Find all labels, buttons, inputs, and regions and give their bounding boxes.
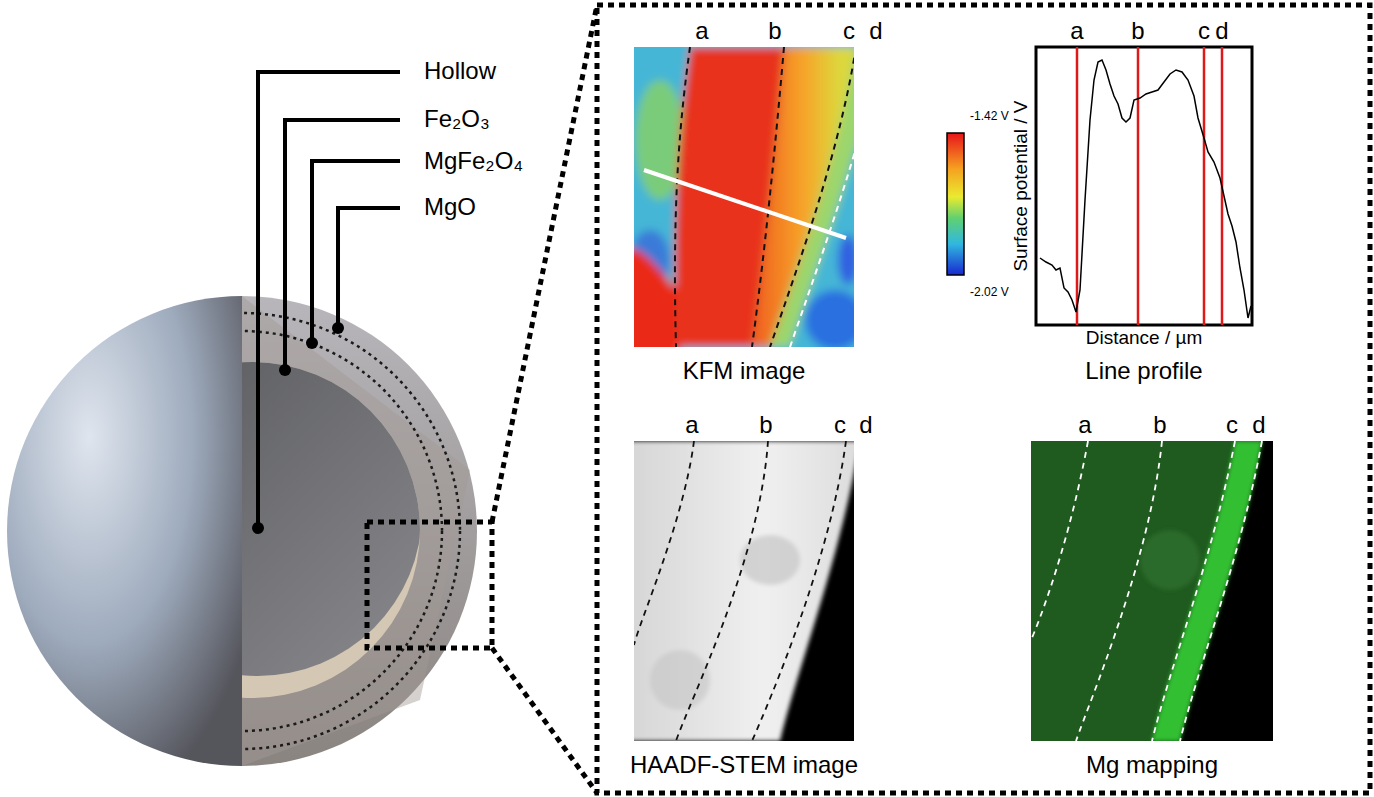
boundary-letter: c [1198,18,1210,44]
haadf-image [634,441,854,741]
layer-name: Fe₂O₃ [424,106,490,132]
boundary-letter: d [869,18,882,44]
boundary-letter: a [685,412,698,438]
layer-name: MgO [424,194,476,220]
boundary-letter: a [695,18,708,44]
panel-caption: KFM image [683,358,806,384]
boundary-letter: d [1215,18,1228,44]
scale-value: -2.02 V [970,286,1009,299]
boundary-letter: b [759,412,772,438]
layer-name: MgFe₂O₄ [424,148,523,174]
boundary-letter: a [1070,18,1083,44]
panel-caption: Mg mapping [1086,752,1218,778]
leader-lines [258,72,400,528]
zoom-frame [367,5,1370,793]
axis-title: Surface potential / V [1011,100,1032,271]
line-profile [1036,47,1252,325]
boundary-letter: c [834,412,846,438]
boundary-letter: b [1131,18,1144,44]
mg-map [1031,441,1273,741]
boundary-letter: d [859,412,872,438]
boundary-letter: b [1153,412,1166,438]
leader-dots [252,322,344,534]
kfm-image [634,47,854,347]
panel-caption: HAADF-STEM image [630,752,858,778]
boundary-letter: a [1078,412,1091,438]
boundary-letter: d [1252,412,1265,438]
sphere [7,296,477,766]
boundary-letter: b [768,18,781,44]
panel-caption: Line profile [1085,358,1202,384]
color-bar [947,133,964,275]
boundary-letter: c [843,18,855,44]
boundary-letter: c [1226,412,1238,438]
scale-value: -1.42 V [970,110,1009,123]
layer-name: Hollow [424,58,496,84]
axis-title: Distance / µm [1086,328,1203,349]
